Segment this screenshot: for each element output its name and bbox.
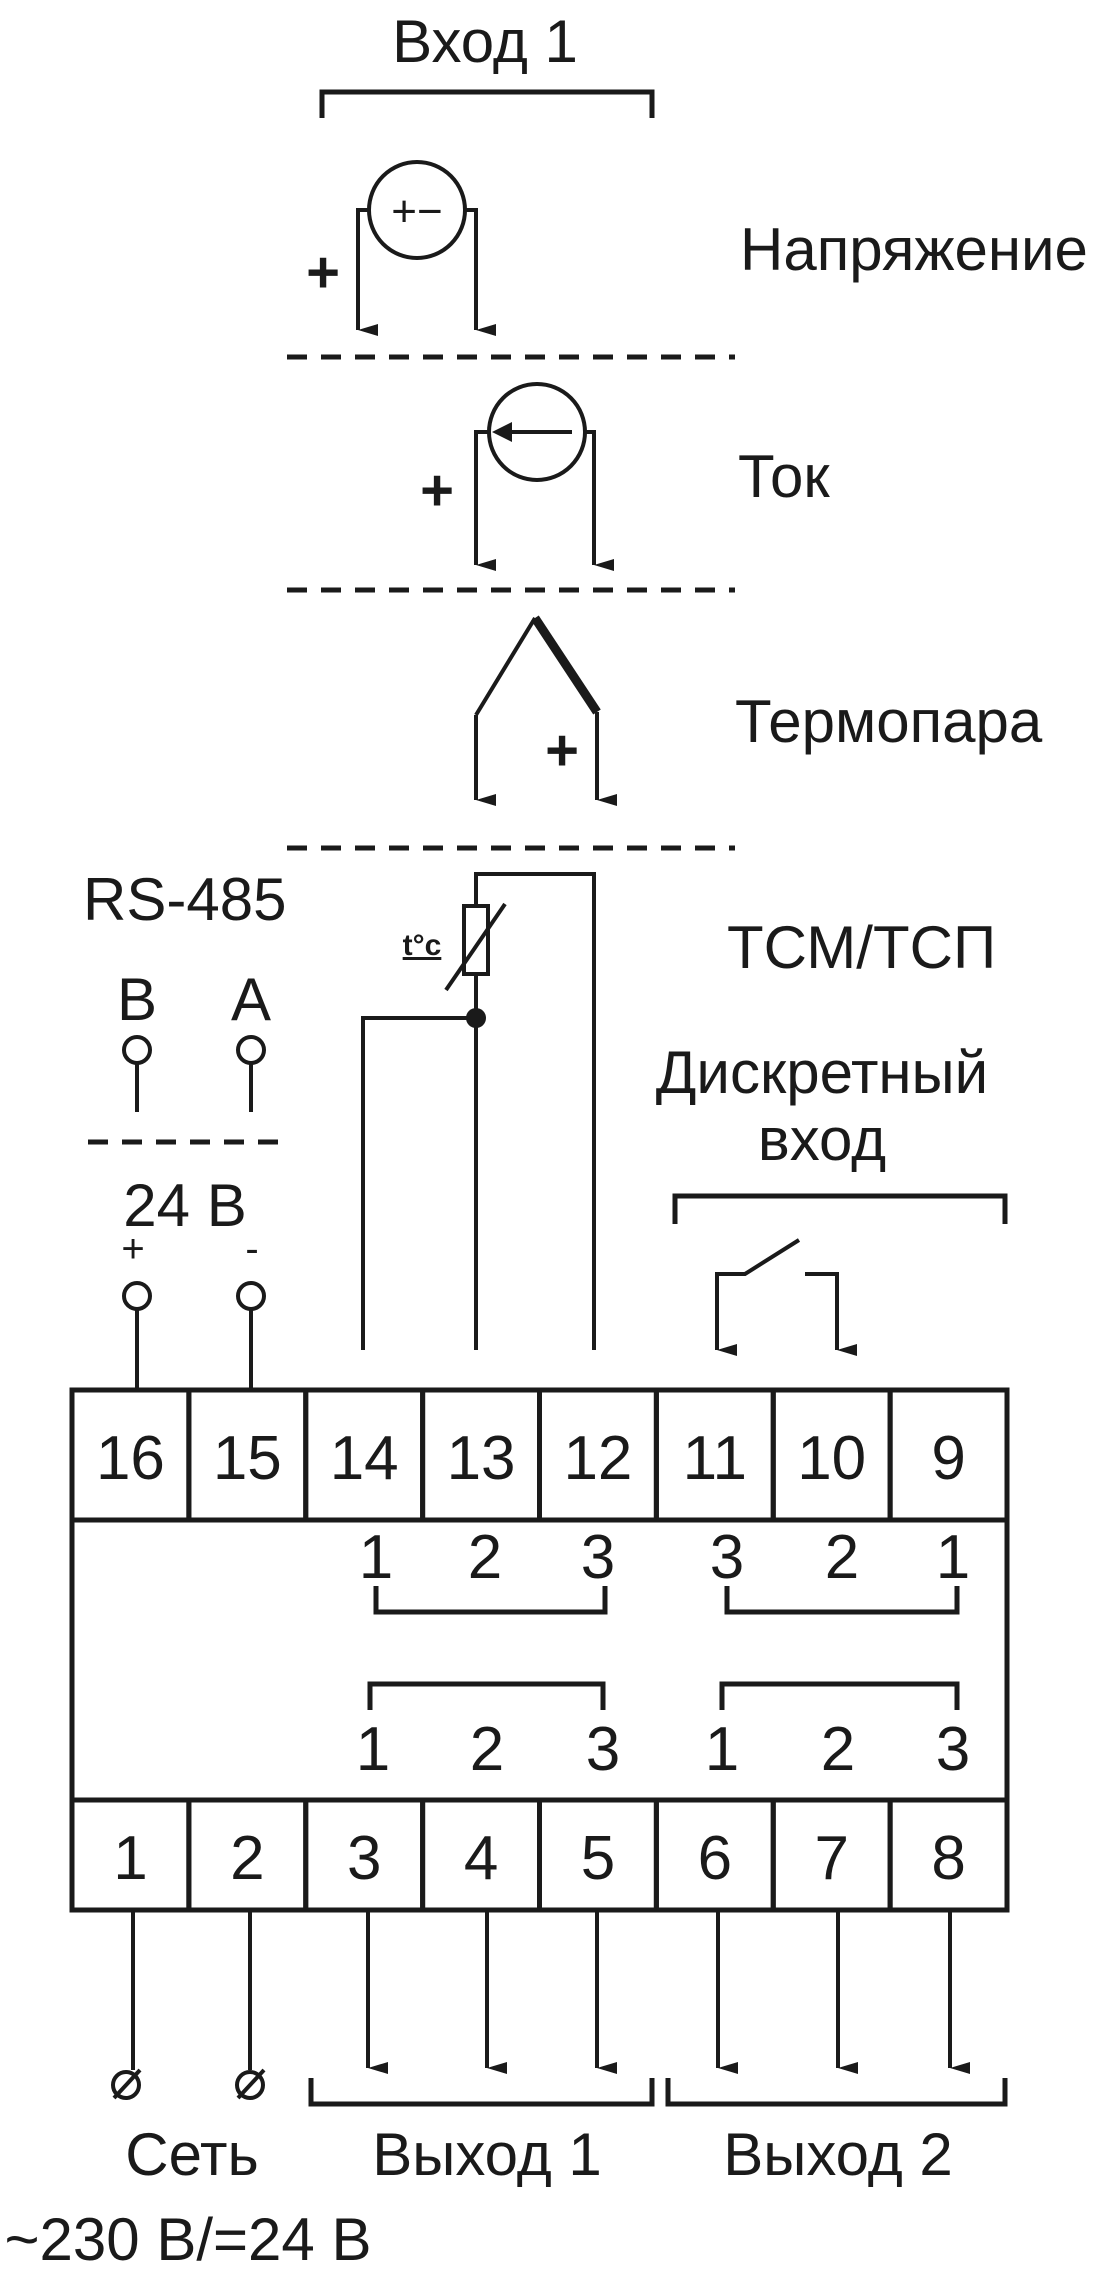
output2-index-1: 1 <box>705 1715 739 1784</box>
output1-index-2: 2 <box>470 1715 504 1784</box>
output1-label: Выход 1 <box>372 2121 602 2188</box>
discrete-index-group: 3 2 1 <box>710 1523 970 1615</box>
terminal-number: 12 <box>563 1424 632 1493</box>
terminal-number: 7 <box>814 1824 848 1893</box>
power-network-wires <box>111 1910 266 2100</box>
output2-label: Выход 2 <box>723 2121 953 2188</box>
terminal-number: 9 <box>931 1424 965 1493</box>
discrete-index-1: 1 <box>936 1523 970 1592</box>
discrete-switch-symbol <box>715 1238 857 1356</box>
rs485-b-label: B <box>117 966 157 1033</box>
output1-index-3: 3 <box>586 1715 620 1784</box>
output-wires <box>366 1910 970 2074</box>
voltage-plus-sign: + <box>306 240 340 305</box>
output2-index-2: 2 <box>821 1715 855 1784</box>
power24-plus: + <box>121 1227 144 1271</box>
output2-bracket <box>665 2078 1008 2107</box>
output1-index-group: 1 2 3 <box>356 1681 620 1784</box>
discrete-index-3: 3 <box>710 1523 744 1592</box>
input-index-1: 1 <box>359 1523 393 1592</box>
power24-minus: - <box>245 1227 258 1271</box>
rtd-temp-label: t°c <box>403 929 442 962</box>
rs485-terminals <box>122 1035 266 1112</box>
terminal-number: 13 <box>447 1424 516 1493</box>
output1-index-1: 1 <box>356 1715 390 1784</box>
output2-index-group: 1 2 3 <box>705 1681 970 1784</box>
discrete-label-line1: Дискретный <box>656 1039 988 1106</box>
voltage-label: Напряжение <box>740 216 1088 283</box>
terminal-number: 16 <box>96 1424 165 1493</box>
input1-label: Вход 1 <box>392 8 578 75</box>
input-index-group: 1 2 3 <box>359 1523 615 1615</box>
terminal-cell <box>887 1387 1010 1523</box>
discrete-label-line2: вход <box>758 1106 886 1173</box>
output2-index-3: 3 <box>936 1715 970 1784</box>
thermocouple-label: Термопара <box>735 688 1043 755</box>
input-index-3: 3 <box>581 1523 615 1592</box>
terminal-number: 3 <box>347 1824 381 1893</box>
input1-bracket <box>319 89 655 118</box>
rs485-label: RS-485 <box>83 866 286 933</box>
power24-terminals <box>122 1281 266 1390</box>
power24-label: 24 В <box>123 1172 246 1239</box>
thermocouple-symbol <box>474 615 617 806</box>
rs485-a-label: A <box>231 966 271 1033</box>
terminal-number: 8 <box>931 1824 965 1893</box>
current-label: Ток <box>738 443 830 510</box>
rtd-label: ТСМ/ТСП <box>727 914 996 981</box>
thermocouple-plus-sign: + <box>545 718 579 783</box>
terminal-number: 4 <box>464 1824 498 1893</box>
terminal-number: 1 <box>113 1824 147 1893</box>
terminal-number: 14 <box>330 1424 399 1493</box>
terminal-number: 10 <box>797 1424 866 1493</box>
discrete-index-2: 2 <box>825 1523 859 1592</box>
terminal-number: 15 <box>213 1424 282 1493</box>
terminal-number: 6 <box>698 1824 732 1893</box>
terminal-number: 2 <box>230 1824 264 1893</box>
input-index-2: 2 <box>468 1523 502 1592</box>
terminal-number: 5 <box>581 1824 615 1893</box>
terminal-number: 11 <box>683 1424 747 1493</box>
terminal-row-top: 16 15 14 13 12 11 10 9 <box>69 1387 1010 1523</box>
output1-bracket <box>308 2078 655 2107</box>
rtd-sensor-symbol <box>361 872 596 1350</box>
voltmeter-polarity: +− <box>391 187 442 236</box>
network-spec-label: ~230 В/=24 В <box>5 2206 372 2273</box>
network-label: Сеть <box>125 2121 258 2188</box>
current-source-symbol <box>474 382 614 571</box>
terminal-row-bottom: 1 2 3 4 5 6 7 8 <box>69 1797 1010 1913</box>
current-plus-sign: + <box>420 458 454 523</box>
discrete-bracket <box>672 1193 1008 1224</box>
voltage-source-symbol: +− <box>356 160 496 336</box>
